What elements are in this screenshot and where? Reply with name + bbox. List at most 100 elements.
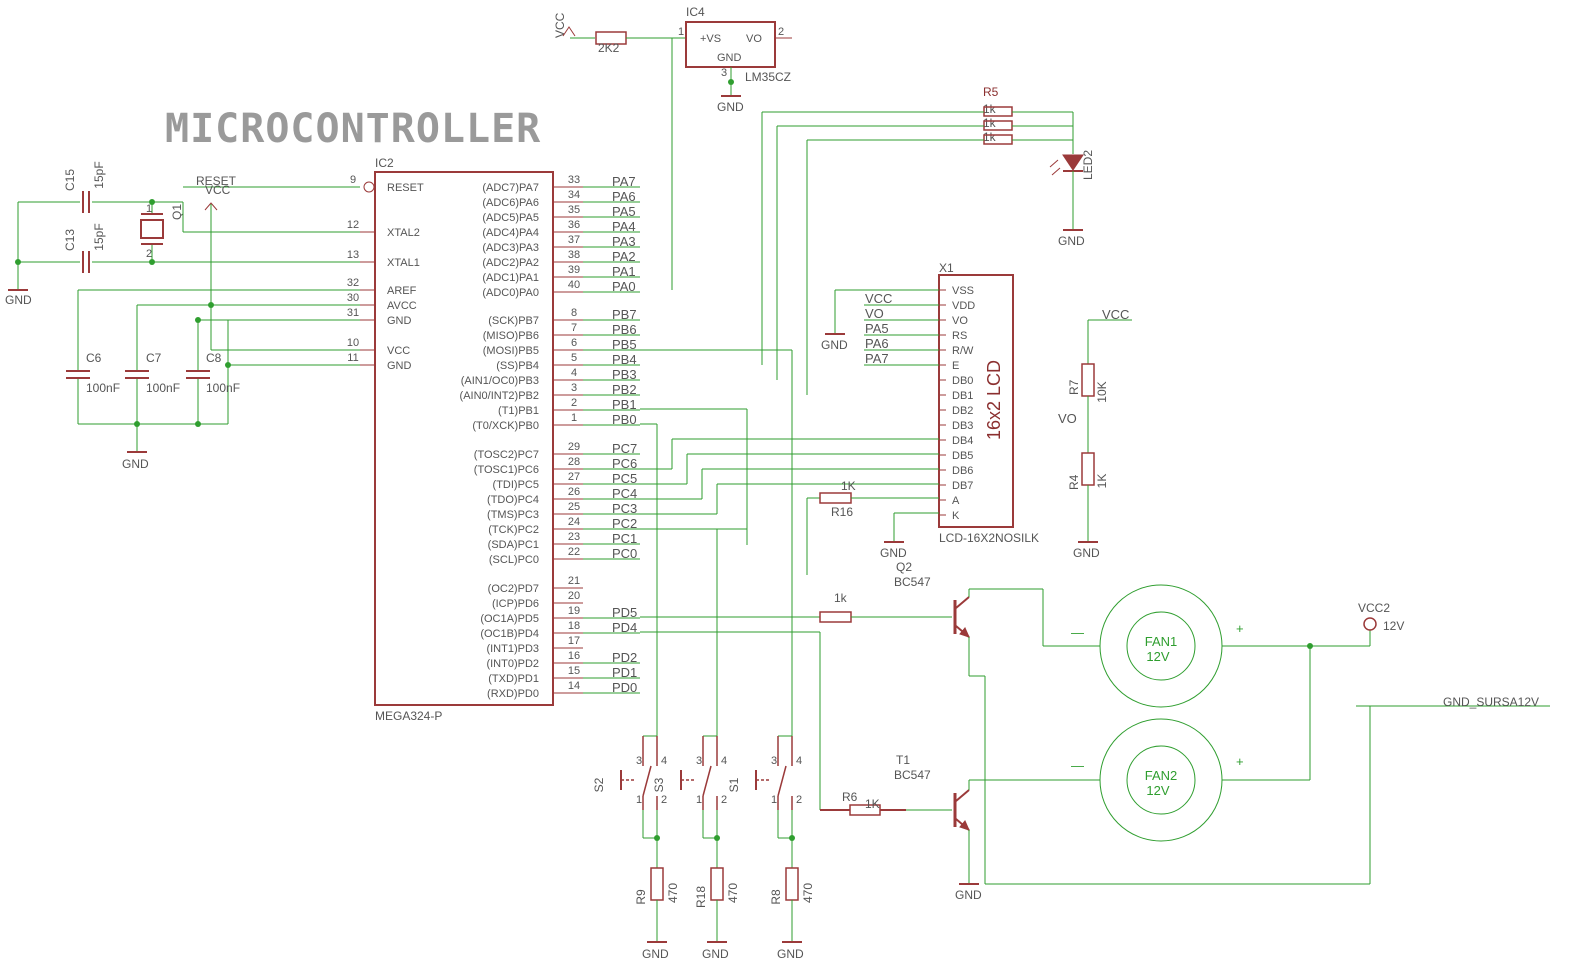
switch-pin-number: 4	[661, 755, 667, 767]
mcu-pin-name: (ADC1)PA1	[482, 272, 539, 284]
switch-pin-number: 3	[771, 755, 777, 767]
c7-value: 100nF	[146, 381, 180, 395]
mcu-pin-name: (ADC0)PA0	[482, 287, 539, 299]
mcu-pin-number: 10	[347, 337, 359, 349]
r9-value: 470	[666, 883, 680, 903]
mcu-pin-name: (T0/XCK)PB0	[472, 420, 539, 432]
lcd-title: 16x2 LCD	[984, 360, 1004, 440]
mcu-pin-name: (AIN1/OC0)PB3	[461, 375, 539, 387]
fan1-ref: FAN1	[1145, 634, 1178, 649]
mcu-pin-number: 20	[568, 590, 580, 602]
mcu-pin-name: RESET	[387, 182, 424, 194]
mcu-pin-number: 21	[568, 575, 580, 587]
vcc-arrow-mcu	[204, 202, 218, 211]
lcd-pin-name: DB1	[952, 390, 973, 402]
c13-value: 15pF	[92, 223, 106, 250]
r5-ref: R5	[983, 85, 999, 99]
lcd-pin-name: VDD	[952, 300, 975, 312]
gnd-label: GND	[777, 947, 804, 961]
r1-value: 1k	[983, 130, 997, 144]
mcu-pin-number: 14	[568, 680, 580, 692]
lcd-pin-name: VSS	[952, 285, 974, 297]
junction	[654, 835, 660, 841]
vo-label-divider: VO	[1058, 411, 1077, 426]
mcu-pin-number: 28	[568, 456, 580, 468]
net-label: PB1	[612, 397, 637, 412]
mcu-pin-name: (ADC6)PA6	[482, 197, 539, 209]
mcu-pin-number: 25	[568, 501, 580, 513]
led2-ray-icon	[1049, 159, 1059, 168]
switch-pin-number: 1	[696, 794, 702, 806]
mcu-pin-number: 16	[568, 650, 580, 662]
switch-lever-icon	[777, 765, 787, 797]
net-label: PC2	[612, 516, 637, 531]
net-label: PC5	[612, 471, 637, 486]
gnd-label-divider: GND	[1073, 546, 1100, 560]
mcu-pin-number: 9	[350, 174, 356, 186]
switch-pin-number: 2	[661, 794, 667, 806]
q2-part: BC547	[894, 575, 931, 589]
mcu-pin-name: (TMS)PC3	[487, 509, 539, 521]
switch-pin-number: 4	[796, 755, 802, 767]
net-label: PA5	[612, 204, 636, 219]
net-label: PB5	[612, 337, 637, 352]
sensor-pin1-num: 1	[678, 26, 684, 38]
fan2-minus: —	[1071, 758, 1084, 773]
lcd-pin-name: R/W	[952, 345, 974, 357]
mcu-pin-number: 40	[568, 279, 580, 291]
mcu-pin-number: 24	[568, 516, 580, 528]
mcu-pin-number: 4	[571, 367, 577, 379]
lcd-pin-name: DB3	[952, 420, 973, 432]
mcu-pin-number: 30	[347, 292, 359, 304]
switch-pin-number: 1	[636, 794, 642, 806]
junction	[225, 362, 231, 368]
net-label: PC3	[612, 501, 637, 516]
mcu-pin-number: 17	[568, 635, 580, 647]
mcu-pin-number: 22	[568, 546, 580, 558]
sensor-pin-vo: VO	[746, 33, 762, 45]
lcd-pin-name: DB4	[952, 435, 973, 447]
switch-pin-number: 4	[721, 755, 727, 767]
r4-ref: R4	[1067, 474, 1081, 490]
lcd-pin-name: DB0	[952, 375, 973, 387]
r6-ref: R6	[842, 790, 858, 804]
t1-collector	[955, 789, 970, 802]
net-label: PA1	[612, 264, 636, 279]
mcu-pin-number: 32	[347, 277, 359, 289]
mcu-pin-number: 37	[568, 234, 580, 246]
fan2-inner	[1126, 745, 1196, 815]
net-label: PB0	[612, 412, 637, 427]
mcu-pin-number: 1	[571, 412, 577, 424]
mcu-pin-number: 11	[347, 352, 358, 364]
net-label: PA0	[612, 279, 636, 294]
switch-ref: S2	[592, 777, 606, 792]
mcu-pin-name: (ICP)PD6	[492, 598, 539, 610]
r6-value: 1K	[865, 797, 880, 811]
junction	[15, 259, 21, 265]
net-label: PA4	[612, 219, 636, 234]
sensor-part: LM35CZ	[745, 70, 791, 84]
page-title: MICROCONTROLLER	[165, 106, 541, 152]
reset-inversion-circle	[363, 181, 375, 193]
fan1-value: 12V	[1146, 649, 1169, 664]
gnd-label-t1: GND	[955, 888, 982, 902]
mcu-pin-name: (TDI)PC5	[493, 479, 539, 491]
net-label: PD4	[612, 620, 637, 635]
gnd-label-led: GND	[1058, 234, 1085, 248]
q2-collector	[955, 596, 970, 609]
junction	[149, 259, 155, 265]
r8-value: 470	[801, 883, 815, 903]
junction	[149, 199, 155, 205]
mcu-pin-name: (T1)PB1	[498, 405, 539, 417]
net-label: PA3	[612, 234, 636, 249]
gnd-label-sensor: GND	[717, 100, 744, 114]
r9-ref: R9	[634, 889, 648, 905]
r3-value: 1k	[983, 116, 997, 130]
mcu-pin-name: (TXD)PD1	[488, 673, 539, 685]
mcu-pin-name: XTAL2	[387, 227, 420, 239]
